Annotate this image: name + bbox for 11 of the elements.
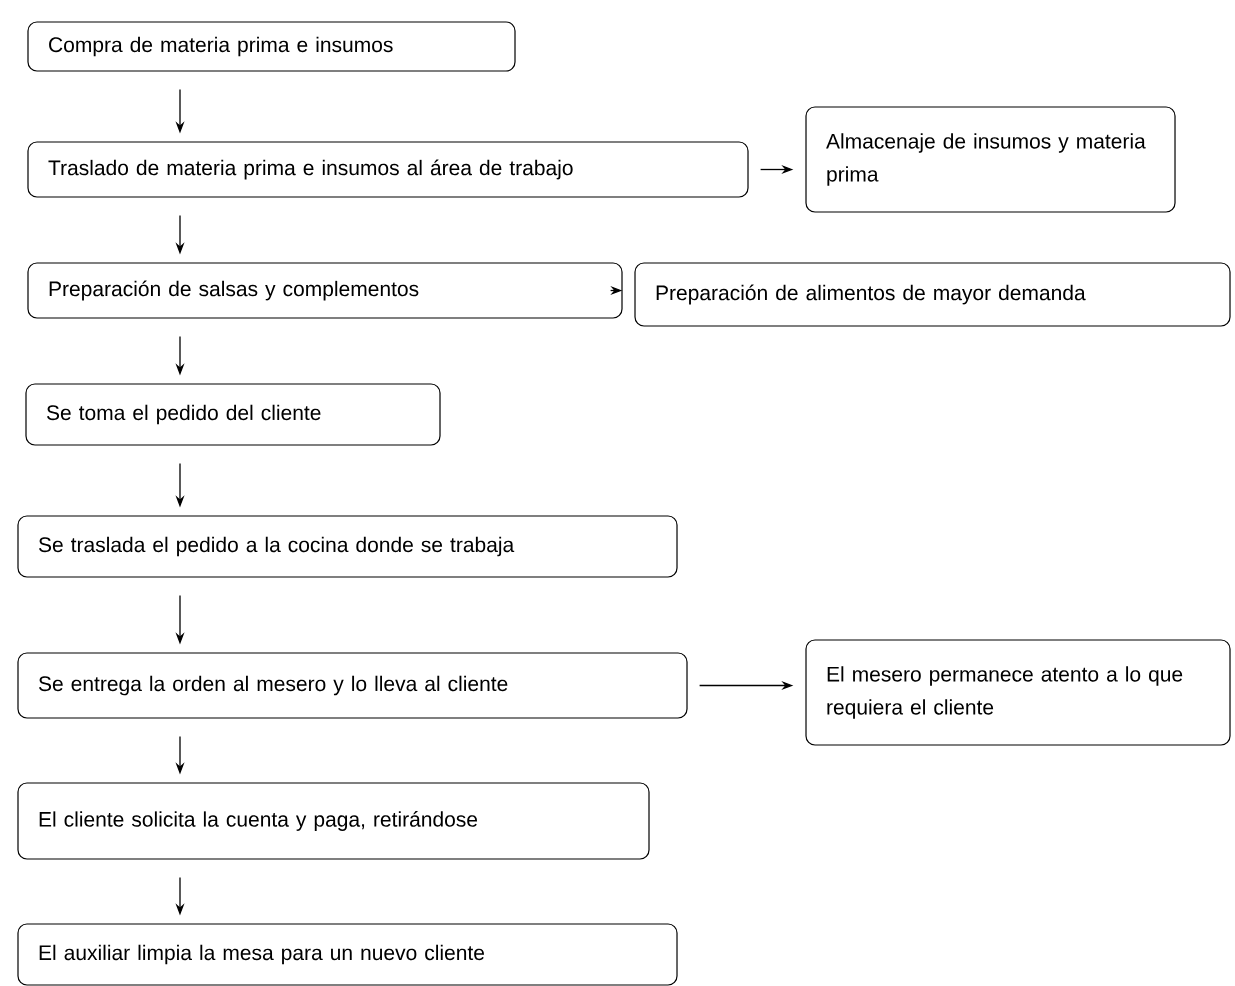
process-box: Se traslada el pedido a la cocina donde se trabaja: [17, 515, 678, 578]
process-box: Compra de materia prima e insumos: [27, 21, 516, 72]
process-box: El cliente solicita la cuenta y paga, retirándose: [17, 782, 650, 860]
process-box: Se entrega la orden al mesero y lo lleva al cliente: [17, 652, 688, 719]
process-box: Traslado de materia prima e insumos al área de trabajo: [27, 141, 749, 198]
process-box: El auxiliar limpia la mesa para un nuevo cliente: [17, 923, 678, 986]
process-box: Preparación de salsas y complementos: [27, 262, 623, 319]
process-box: Se toma el pedido del cliente: [25, 383, 441, 446]
process-box: Preparación de alimentos de mayor demanda: [634, 262, 1231, 327]
process-box: Almacenaje de insumos y materia prima: [805, 106, 1176, 213]
process-box: El mesero permanece atento a lo que requiera el cliente: [805, 639, 1231, 746]
